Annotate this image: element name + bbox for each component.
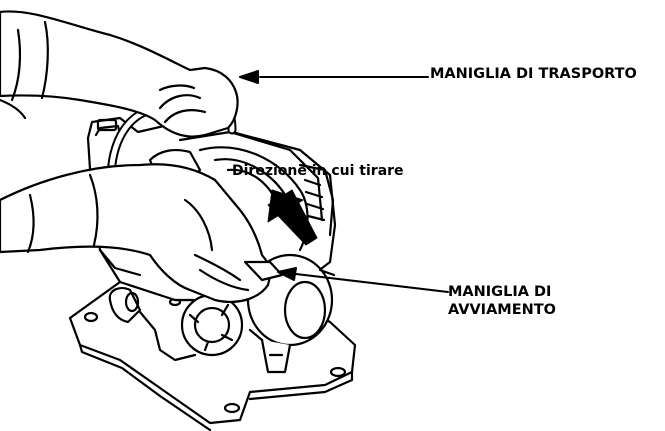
pull-direction-label: Direzione in cui tirare: [232, 163, 404, 179]
starter-handle-label: MANIGLIA DI AVVIAMENTO: [448, 283, 556, 319]
carry-handle-label: MANIGLIA DI TRASPORTO: [430, 66, 637, 82]
starter-handle-label-line1: MANIGLIA DI: [448, 283, 556, 301]
starter-handle-label-line2: AVVIAMENTO: [448, 301, 556, 319]
